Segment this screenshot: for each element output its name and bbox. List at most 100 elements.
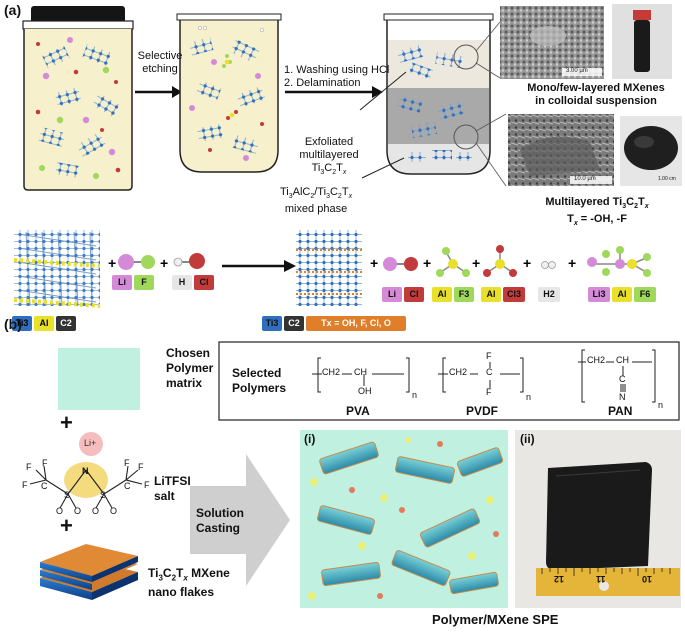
pan-n-atom: N xyxy=(619,392,626,402)
tag-li: Li xyxy=(112,275,132,290)
mxene-nanoflakes xyxy=(40,544,138,600)
pan-n: n xyxy=(658,400,664,410)
h2-molecule xyxy=(541,261,556,269)
svg-text:+: + xyxy=(370,255,378,271)
atom-o-3: O xyxy=(92,506,100,516)
tag-li3alf6-al: Al xyxy=(612,287,632,302)
mixed-phase-label: Ti3AlC2/Ti3C2Tx mixed phase xyxy=(279,186,353,216)
tag-f: F xyxy=(134,275,154,290)
pva-structure xyxy=(312,357,410,393)
pvdf-label: PVDF xyxy=(466,404,499,418)
delamination-beaker xyxy=(359,13,507,187)
multilayer-powder-photo xyxy=(620,116,682,186)
svg-text:+: + xyxy=(160,255,168,271)
tag-alf3-al: Al xyxy=(432,287,452,302)
etching-beaker xyxy=(176,13,282,173)
pointer-mixed-phase xyxy=(361,157,405,179)
atom-n: N xyxy=(82,466,89,476)
atom-f-6: F xyxy=(144,480,150,490)
atom-f-1: F xyxy=(26,462,32,472)
panel-b-label: (b) xyxy=(4,316,22,332)
powder-scale: 1.00 cm xyxy=(658,176,676,182)
solution-casting-arrow xyxy=(190,454,290,586)
pan-c: C xyxy=(619,374,626,384)
atom-f-3: F xyxy=(22,480,28,490)
atom-c-left: C xyxy=(41,481,48,491)
svg-text:+: + xyxy=(472,255,480,271)
tag-mxene-tx: Tx = OH, F, Cl, O xyxy=(306,316,406,331)
sub-panel-ii-label: (ii) xyxy=(520,432,535,446)
mxene-crystal xyxy=(296,230,362,306)
atom-li: Li+ xyxy=(84,438,97,448)
tag-li3: Li3 xyxy=(588,287,610,302)
hcl-molecule xyxy=(173,253,205,269)
pvdf-f-bottom: F xyxy=(486,387,492,397)
pvdf-f-top: F xyxy=(486,351,492,361)
svg-text:+: + xyxy=(523,255,531,271)
plus-sign-1: + xyxy=(60,410,73,435)
tag-licl-li: Li xyxy=(382,287,402,302)
alf3-molecule xyxy=(436,247,470,277)
tag-alcl3-al: Al xyxy=(481,287,501,302)
sem-bottom-scale: 10.0 µm xyxy=(574,176,596,182)
pva-oh: OH xyxy=(358,386,372,396)
tag-alcl3-cl3: Cl3 xyxy=(503,287,525,302)
atom-s-right: S xyxy=(100,490,107,500)
tag-licl-cl: Cl xyxy=(404,287,424,302)
pvdf-n: n xyxy=(526,392,532,402)
tag-c2: C2 xyxy=(56,316,76,331)
pva-n: n xyxy=(412,390,418,400)
pan-ch: CH xyxy=(616,355,629,365)
plus-sign: + xyxy=(108,255,116,271)
spe-film-photo xyxy=(515,430,681,608)
tag-mxene-c2: C2 xyxy=(284,316,304,331)
spe-composite-illustration xyxy=(300,430,508,608)
sem-image-colloid xyxy=(500,6,604,79)
pan-structure xyxy=(578,349,656,403)
atom-f-5: F xyxy=(138,462,144,472)
pva-label: PVA xyxy=(346,404,370,418)
pvdf-structure xyxy=(438,357,524,393)
pointer-exfoliated xyxy=(359,71,407,111)
max-phase-crystal xyxy=(13,230,101,308)
pvdf-c: C xyxy=(486,367,493,377)
tag-f6: F6 xyxy=(634,287,656,302)
tag-h2: H2 xyxy=(538,287,560,302)
li3alf6-molecule xyxy=(587,246,651,277)
pva-ch2: CH2 xyxy=(322,367,341,377)
pan-ch2: CH2 xyxy=(587,355,606,365)
sealed-jar xyxy=(22,6,134,191)
sem-top-scale: 3.00 µm xyxy=(566,68,588,74)
atom-o-2: O xyxy=(74,506,82,516)
selected-polymers-box xyxy=(218,341,680,421)
svg-text:+: + xyxy=(423,255,431,271)
atom-o-4: O xyxy=(110,506,118,516)
panel-a-label: (a) xyxy=(4,2,22,18)
litfsi-molecule xyxy=(29,432,143,509)
tag-al: Al xyxy=(34,316,54,331)
ruler-number-11: 11 xyxy=(596,574,606,584)
atom-o-1: O xyxy=(56,506,64,516)
mxene-label: Ti3C2Tx MXene nano flakes xyxy=(148,566,230,600)
atom-s-left: S xyxy=(64,490,71,500)
multilayer-caption: Multilayered Ti3C2Tx Tx = -OH, -F xyxy=(545,196,649,228)
tag-alf3-f3: F3 xyxy=(454,287,474,302)
tag-ti3: Ti3 xyxy=(12,316,32,331)
atom-f-2: F xyxy=(42,458,48,468)
sub-panel-i-label: (i) xyxy=(304,432,316,446)
licl-molecule xyxy=(383,257,418,271)
ruler-number-12: 12 xyxy=(554,574,565,584)
svg-text:+: + xyxy=(568,255,576,271)
atom-f-4: F xyxy=(124,458,130,468)
polymer-matrix-block xyxy=(58,348,140,410)
pan-label: PAN xyxy=(608,404,633,418)
pva-ch: CH xyxy=(354,367,367,377)
